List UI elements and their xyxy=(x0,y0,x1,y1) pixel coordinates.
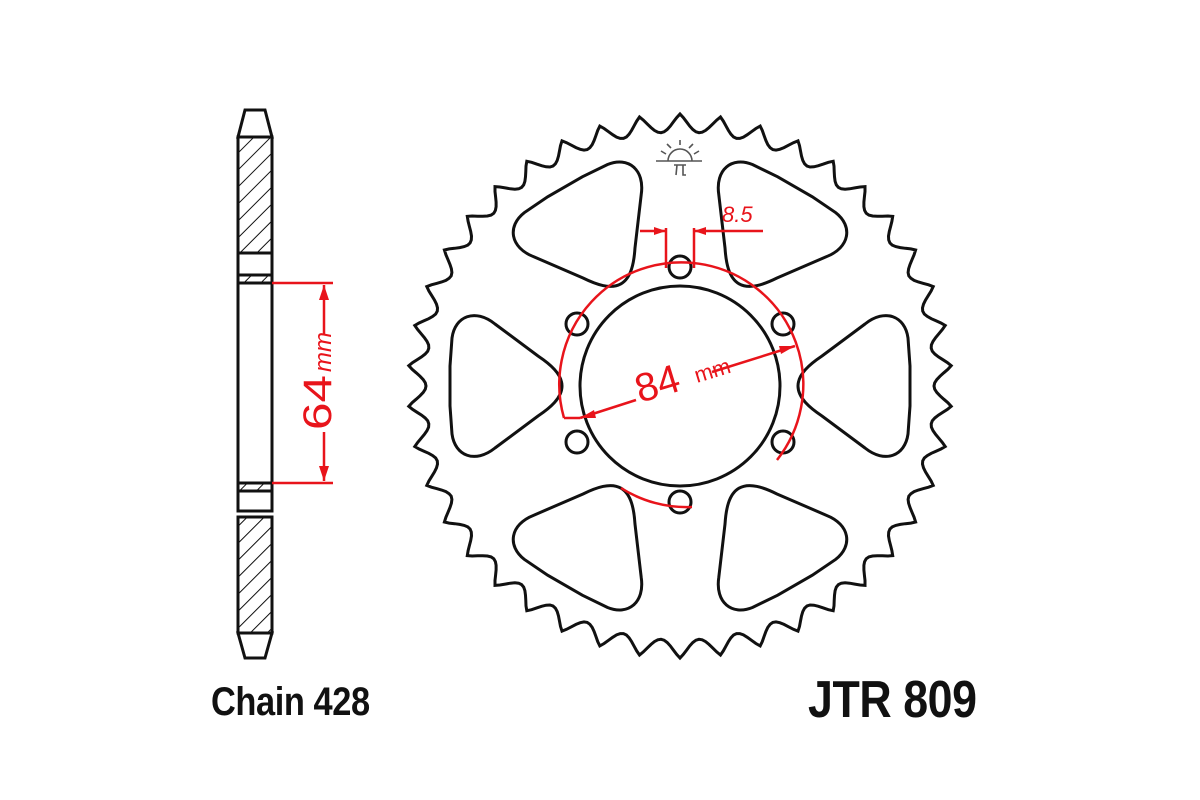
hub-dimension-64mm: 64 mm xyxy=(272,281,340,485)
sprocket-front-view xyxy=(406,111,954,661)
center-bore xyxy=(578,284,782,488)
chain-size-label: Chain 428 xyxy=(211,680,370,724)
cutout xyxy=(796,314,912,458)
svg-text:64: 64 xyxy=(296,375,340,430)
cutout xyxy=(511,484,644,612)
pcd-dimension-84mm: 84 mm xyxy=(558,261,805,509)
svg-text:mm: mm xyxy=(310,332,337,372)
side-profile-view xyxy=(236,108,274,660)
svg-text:8.5: 8.5 xyxy=(722,202,753,227)
cutout xyxy=(448,314,564,458)
jt-sun-logo-icon xyxy=(656,140,702,176)
cutout xyxy=(511,160,644,288)
tooth-tip-top xyxy=(236,108,274,139)
svg-text:mm: mm xyxy=(691,353,733,388)
part-number-label: JTR 809 xyxy=(808,671,977,729)
cutout xyxy=(716,484,849,612)
bolt-hole-dimension-8-5: 8.5 xyxy=(640,202,763,268)
svg-text:84: 84 xyxy=(630,357,685,412)
sprocket-teeth-outline xyxy=(406,111,954,661)
cutout xyxy=(716,160,849,288)
lightening-cutouts xyxy=(448,160,912,612)
tooth-tip-bottom xyxy=(236,631,274,660)
